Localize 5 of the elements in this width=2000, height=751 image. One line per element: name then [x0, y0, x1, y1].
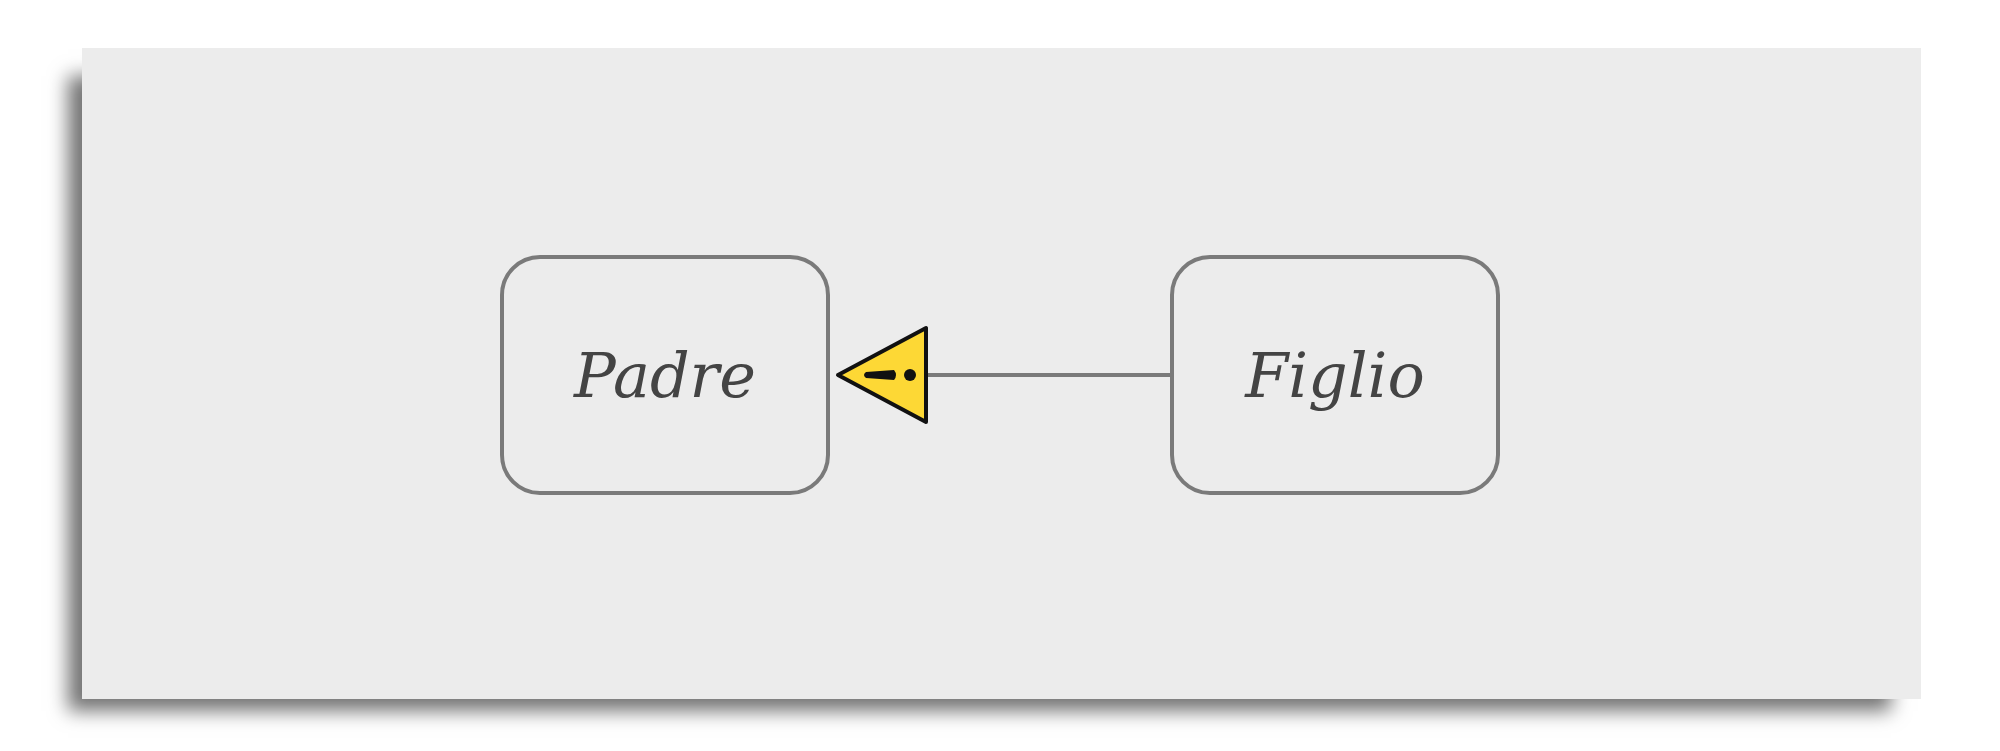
node-label: Figlio [1245, 338, 1425, 412]
arrow [836, 326, 1170, 424]
node-label: Padre [574, 338, 756, 412]
rounded-box [1170, 255, 1500, 495]
rounded-box [500, 255, 830, 495]
